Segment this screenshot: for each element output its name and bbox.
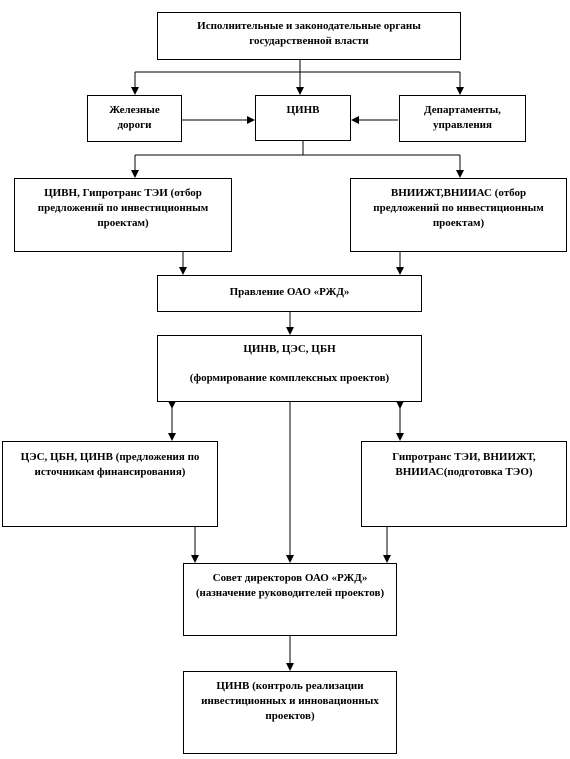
box-feasibility-study: Гипротранс ТЭИ, ВНИИЖТ, ВНИИАС(подготовк… xyxy=(361,441,567,527)
box-cinv-giprotrans: ЦИВН, Гипротранс ТЭИ (отбор предложений … xyxy=(14,178,232,252)
box-implementation-control: ЦИНВ (контроль реализации инвестиционных… xyxy=(183,671,397,754)
box-government-bodies: Исполнительные и законодательные органы … xyxy=(157,12,461,60)
box-financing-sources: ЦЭС, ЦБН, ЦИНВ (предложения по источника… xyxy=(2,441,218,527)
box-management-board: Правление ОАО «РЖД» xyxy=(157,275,422,312)
box-vniizht-vniias: ВНИИЖТ,ВНИИАС (отбор предложений по инве… xyxy=(350,178,567,252)
box-complex-projects: ЦИНВ, ЦЭС, ЦБН (формирование комплексных… xyxy=(157,335,422,402)
box-board-of-directors: Совет директоров ОАО «РЖД» (назначение р… xyxy=(183,563,397,636)
box-departments: Департаменты, управления xyxy=(399,95,526,142)
box-railways: Железные дороги xyxy=(87,95,182,142)
box-cinv: ЦИНВ xyxy=(255,95,351,141)
